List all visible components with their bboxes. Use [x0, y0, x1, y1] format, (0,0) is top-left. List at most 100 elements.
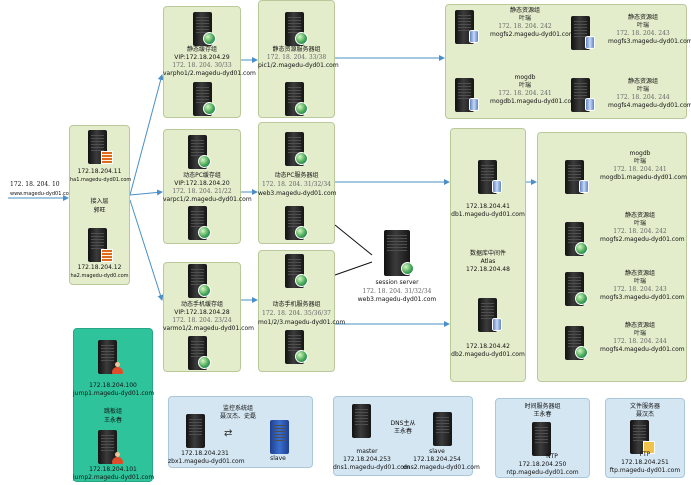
monitor-slave: slave — [270, 455, 286, 462]
jump2-ip: 172.18.204.101 — [89, 466, 137, 473]
server-icon — [270, 420, 289, 454]
dynamic-mobile-cache-vip: VIP:172.18.204.28 — [174, 309, 230, 316]
storage-right-db1-ip: 172. 18. 204. 241 — [613, 166, 667, 173]
db-middleware-db2-ip: 172.18.204.42 — [466, 343, 510, 350]
server-icon — [193, 12, 216, 46]
storage-top-fs2-name: mogfs2.magedu-dyd01.com — [490, 31, 575, 38]
dynamic-mobile-servers-title: 动态手机服务器组 — [272, 301, 321, 308]
jump1-name: jump1.magedu-dyd01.com — [73, 390, 155, 397]
database-icon — [469, 98, 479, 111]
static-servers-ips: 172. 18. 204. 33/38 — [266, 54, 327, 61]
server-icon — [285, 132, 308, 166]
firewall-icon — [101, 249, 113, 262]
globe-icon — [295, 274, 308, 287]
dns-master-name: dns1.magedu-dyd01.com — [333, 464, 410, 471]
ftp-owner: 聂汉杰 — [635, 411, 654, 418]
static-cache-title: 静态缓存组 — [186, 46, 217, 53]
server-icon — [571, 78, 595, 112]
storage-top-db1-title: mogdb — [514, 74, 536, 81]
server-icon — [285, 82, 308, 116]
storage-top-db1-name: mogdb1.magedu-dyd01.com — [490, 98, 577, 105]
access-layer-owner: 郭旺 — [93, 207, 106, 214]
storage-top-fs3-owner: 叶瑞 — [636, 22, 649, 29]
storage-top-fs4-owner: 叶瑞 — [636, 86, 649, 93]
dns-slave-name: dns2.magedu-dyd01.com — [403, 464, 480, 471]
globe-icon — [575, 346, 588, 359]
db-middleware-vip: 172.18.204.48 — [466, 266, 510, 273]
user-icon — [112, 452, 123, 464]
server-icon — [565, 272, 588, 306]
static-cache-ips: 172. 18. 204. 30/33 — [172, 62, 232, 69]
static-servers-title: 静态资源服务器组 — [272, 46, 321, 53]
storage-top-fs4-title: 静态资源组 — [627, 78, 658, 85]
entry-domain: www.magedu-dyd01.com — [10, 191, 74, 197]
server-icon — [478, 160, 502, 194]
storage-top-fs3-name: mogfs3.magedu-dyd01.com — [608, 38, 691, 45]
db-middleware-title: 数据库中间件 — [469, 250, 506, 257]
globe-icon — [295, 152, 308, 165]
session-server-title: session server — [375, 279, 419, 286]
server-icon — [188, 135, 211, 169]
dynamic-mobile-servers-ips: 172. 18. 204. 35/36/37 — [262, 310, 331, 317]
database-icon — [579, 180, 589, 193]
server-icon — [285, 12, 308, 46]
monitor-title: 监控系统组 — [222, 405, 253, 412]
storage-top-fs4-name: mogfs4.magedu-dyd01.com — [608, 102, 691, 109]
server-icon — [532, 422, 551, 456]
ftp-title: 文件服务器 — [629, 403, 660, 410]
session-server-name: web3.magedu-dyd01.com — [357, 296, 437, 303]
server-icon — [571, 16, 595, 50]
globe-icon — [198, 284, 211, 297]
server-icon — [433, 412, 452, 446]
server-icon — [98, 340, 123, 374]
ntp-label: NTP — [546, 453, 558, 460]
server-icon — [352, 404, 371, 438]
dns-owner: 王永春 — [393, 428, 412, 435]
server-icon — [630, 420, 655, 454]
ftp-label: FTP — [639, 451, 651, 458]
storage-right-db1-name: mogdb1.magedu-dyd01.com — [600, 174, 687, 181]
folder-icon — [643, 441, 655, 454]
entry-ip: 172. 18. 204. 10 — [10, 181, 60, 188]
static-cache-name: varpho1/2.magedu-dyd01.com — [163, 70, 256, 77]
storage-top-fs2-owner: 叶瑞 — [518, 15, 531, 22]
database-icon — [492, 180, 502, 193]
database-icon — [492, 318, 502, 331]
link-ha-static-cache — [129, 74, 164, 196]
ha1-name: ha1.magedu-dyd01.com — [70, 177, 132, 183]
dynamic-pc-servers-title: 动态PC服务器组 — [274, 172, 319, 179]
globe-icon — [295, 226, 308, 239]
link-mobile-session — [334, 261, 373, 276]
db-middleware-subtitle: Atlas — [480, 258, 496, 265]
storage-right-fs4-ip: 172. 18. 204. 244 — [613, 338, 667, 345]
static-cache-vip: VIP:172.18.204.29 — [174, 54, 230, 61]
dynamic-pc-servers-ips: 172. 18. 204. 31/32/34 — [262, 181, 331, 188]
user-icon — [112, 362, 123, 374]
ntp-title: 时间服务器组 — [524, 403, 561, 410]
storage-top-db1-ip: 172. 18. 204. 241 — [498, 90, 552, 97]
dynamic-pc-cache-ips: 172. 18. 204. 21/22 — [172, 188, 232, 195]
globe-icon — [198, 155, 211, 168]
static-servers-name: pic1/2.magedu-dyd01.com — [258, 62, 339, 69]
db-middleware-db2-name: db2.magedu-dyd01.com — [451, 351, 525, 358]
server-icon — [188, 264, 211, 298]
storage-right-fs2-ip: 172. 18. 204. 242 — [613, 228, 667, 235]
storage-top-fs3-title: 静态资源组 — [627, 14, 658, 21]
ha1-server-icon — [88, 130, 113, 164]
ntp-ip: 172.18.204.250 — [518, 461, 567, 468]
jump-title: 跳板组 — [103, 408, 122, 415]
ftp-name: ftp.magedu-dyd01.com — [609, 467, 681, 474]
database-icon — [469, 30, 479, 43]
db-middleware-db1-ip: 172.18.204.41 — [466, 203, 510, 210]
dns-master-ip: 172.18.204.253 — [343, 456, 391, 463]
server-icon — [285, 330, 308, 364]
database-icon — [585, 98, 595, 111]
server-icon — [455, 78, 479, 112]
storage-right-fs2-name: mogfs2.magedu-dyd01.com — [600, 236, 685, 243]
link-ha-mobile-cache — [129, 199, 164, 301]
server-icon — [98, 430, 123, 464]
dynamic-pc-cache-title: 动态PC缓存组 — [183, 172, 221, 179]
ha2-server-icon — [88, 228, 113, 262]
server-icon — [186, 414, 205, 448]
